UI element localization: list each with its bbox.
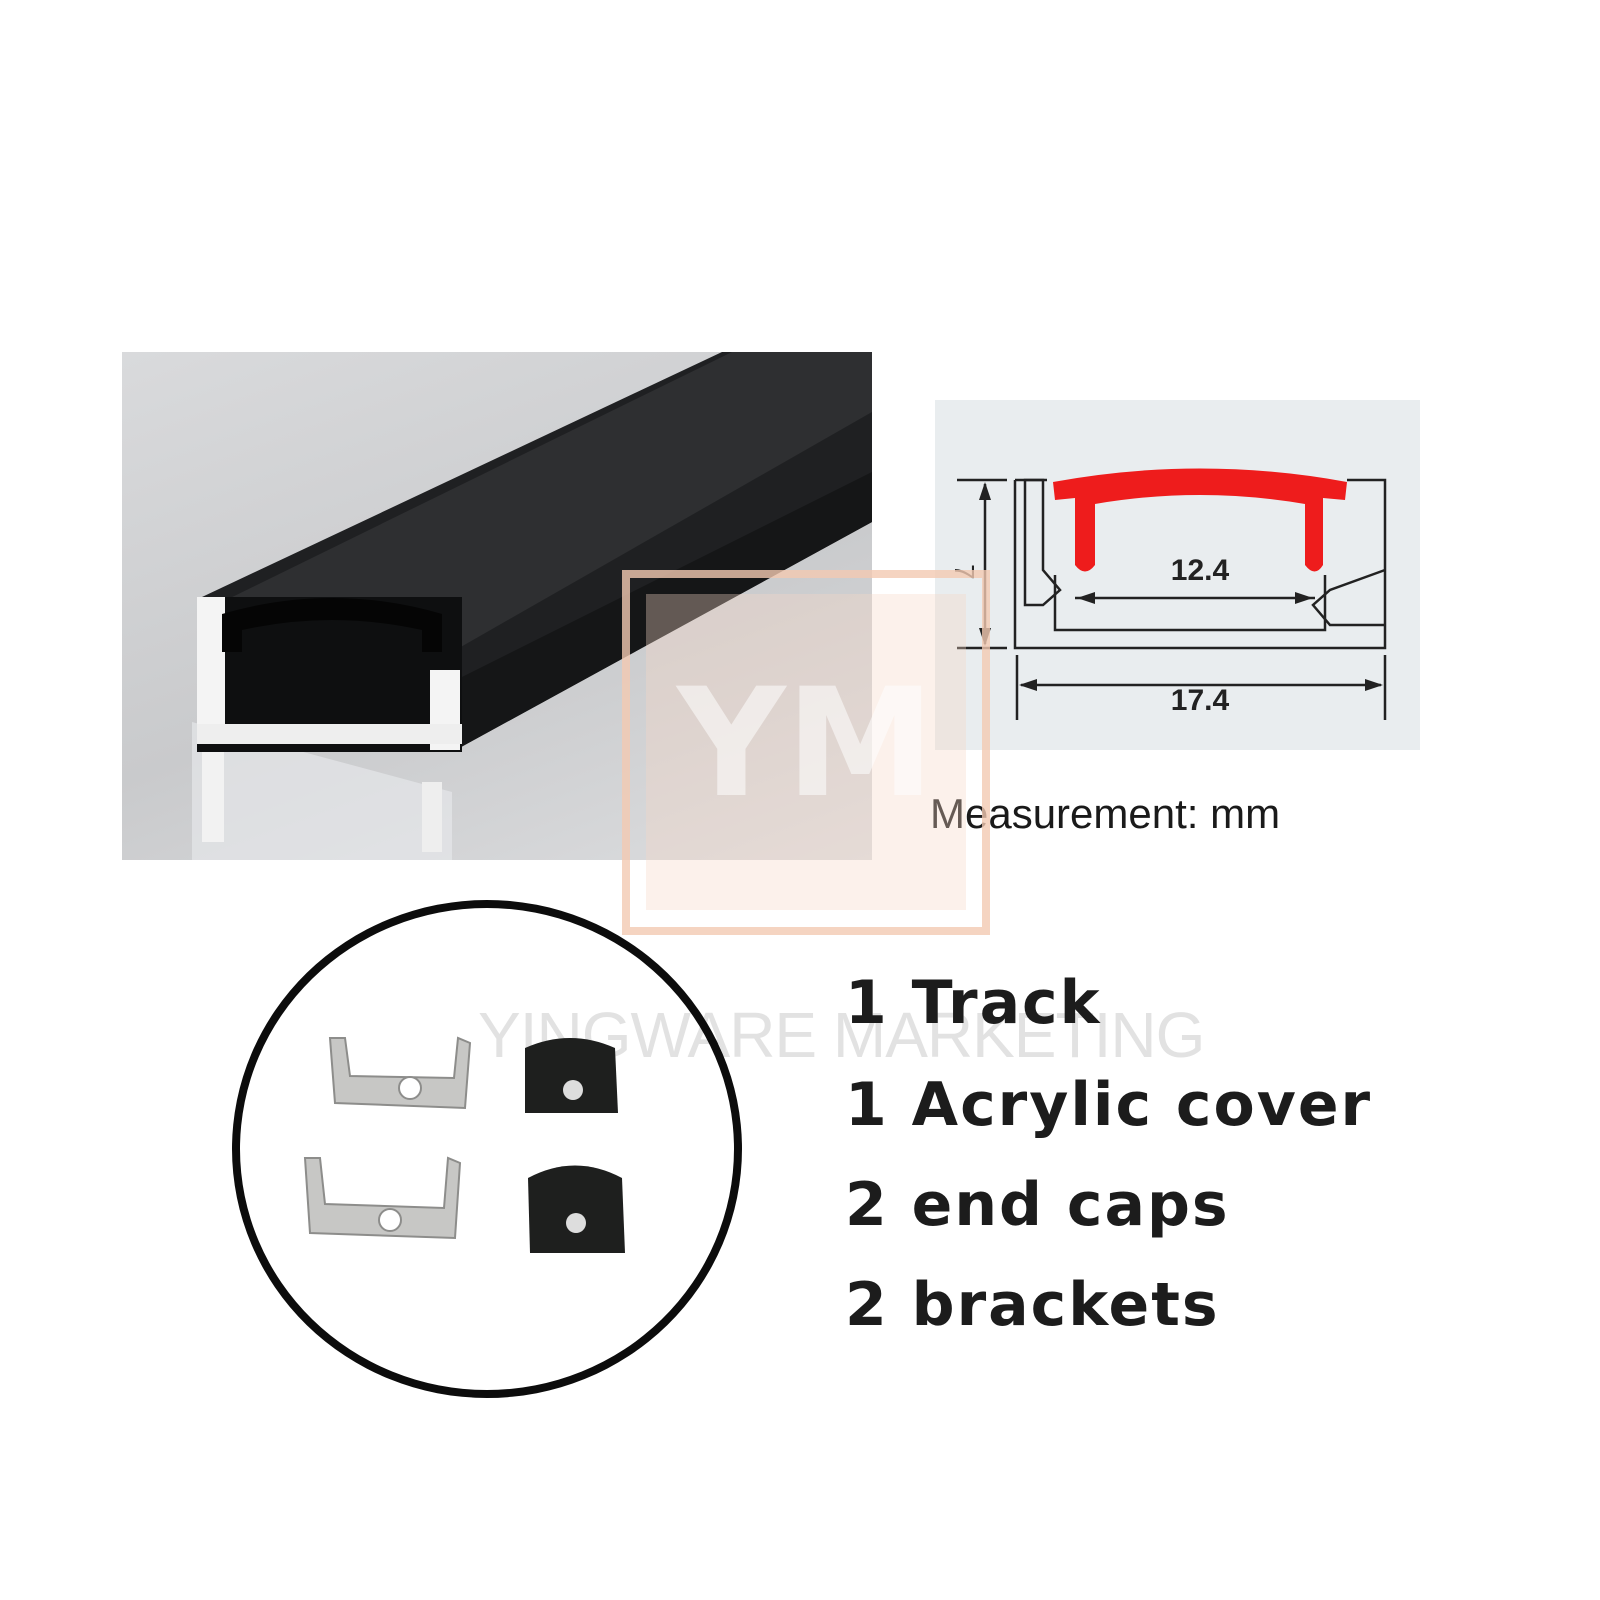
end-cap-icon — [525, 1038, 618, 1113]
bracket-icon — [303, 1156, 462, 1240]
watermark-logo: YM — [622, 570, 990, 935]
accessories-illustration — [303, 1036, 625, 1253]
outer-width-dimension: 17.4 — [1171, 684, 1230, 717]
accessories-circle — [232, 900, 742, 1398]
contents-item-acrylic-cover: 1 Acrylic cover — [845, 1070, 1373, 1140]
svg-text:YM: YM — [675, 657, 935, 831]
inner-width-dimension: 12.4 — [1171, 554, 1230, 587]
acrylic-cover-shape — [1053, 468, 1347, 572]
aluminum-track-photo — [122, 352, 872, 860]
track-illustration — [192, 352, 872, 860]
contents-item-end-caps: 2 end caps — [845, 1170, 1230, 1240]
cross-section-drawing: 7 12.4 17.4 — [949, 468, 1387, 720]
profile-dimension-diagram: 7 12.4 17.4 — [935, 400, 1420, 750]
bracket-icon — [328, 1036, 472, 1110]
contents-item-brackets: 2 brackets — [845, 1270, 1220, 1340]
contents-item-track: 1 Track — [845, 968, 1102, 1038]
end-cap-icon — [528, 1165, 625, 1253]
